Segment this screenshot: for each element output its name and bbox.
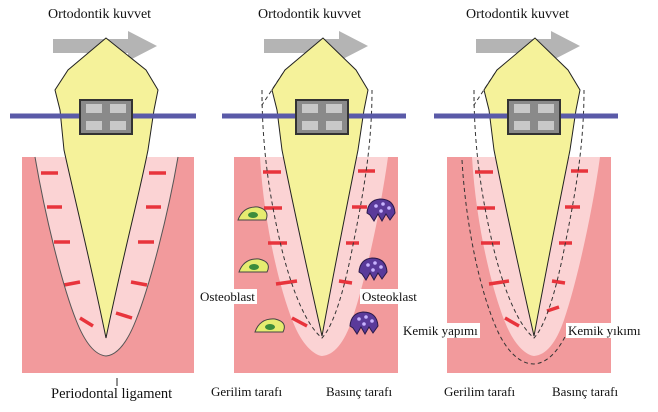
panel-3: [434, 31, 618, 373]
osteoclast-cell: [367, 199, 395, 221]
osteoklast-label: Osteoklast: [360, 289, 419, 304]
panel-3-title: Ortodontik kuvvet: [466, 8, 569, 22]
panel-3-compression-side-label: Basınç tarafı: [552, 385, 618, 398]
bone-formation-label: Kemik yapımı: [401, 323, 480, 338]
panel-2: [222, 31, 406, 373]
panel-2-tension-side-label: Gerilim tarafı: [211, 385, 282, 398]
osteoclast-cell: [350, 312, 378, 334]
bracket: [508, 100, 560, 134]
periodontal-ligament-label: Periodontal ligament: [51, 387, 172, 402]
bracket: [296, 100, 348, 134]
osteoblast-label: Osteoblast: [198, 289, 257, 304]
panel-3-tension-side-label: Gerilim tarafı: [444, 385, 515, 398]
bone-resorption-label: Kemik yıkımı: [566, 323, 643, 338]
panel-1-title: Ortodontik kuvvet: [48, 8, 151, 22]
bracket: [80, 100, 132, 134]
panel-1: [10, 31, 196, 386]
panel-2-compression-side-label: Basınç tarafı: [326, 385, 392, 398]
panel-2-title: Ortodontik kuvvet: [258, 8, 361, 22]
osteoclast-cell: [359, 258, 387, 280]
